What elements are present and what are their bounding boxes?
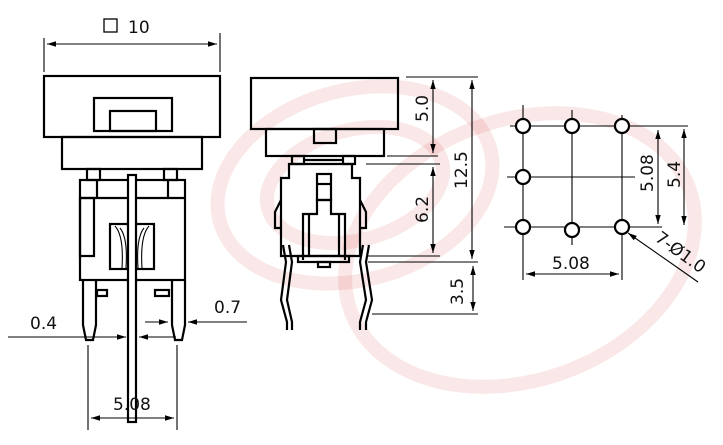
square-symbol-icon [103,18,118,33]
pcb-hole [613,218,631,236]
pin-length-label: 3.5 [448,278,468,305]
watermark-logo [210,79,702,394]
pin-pitch-label: 5.08 [113,395,151,415]
pcb-hole [514,117,532,135]
pcb-hole [613,117,631,135]
body-height-label: 6.2 [413,196,433,223]
side-view: 5.0 12.5 6.2 3.5 [249,76,478,330]
pin-width-right-label: 0.7 [214,298,241,318]
horizontal-pitch-label: 5.08 [552,254,590,274]
vertical-outer-label: 5.4 [665,161,685,188]
pcb-hole [514,168,532,186]
vertical-pitch-label: 5.08 [638,154,658,192]
pcb-hole [563,117,581,135]
pcb-hole-layout: 5.08 5.4 5.08 7-Ø1.0 [504,105,709,283]
width-dim-label: 10 [128,18,150,38]
pin-width-left-label: 0.4 [30,314,57,334]
pcb-hole [563,221,581,239]
cap-height-label: 5.0 [413,95,433,122]
front-view: 10 0.4 0.7 [8,18,247,430]
pcb-hole [514,218,532,236]
total-height-label: 12.5 [452,151,472,189]
